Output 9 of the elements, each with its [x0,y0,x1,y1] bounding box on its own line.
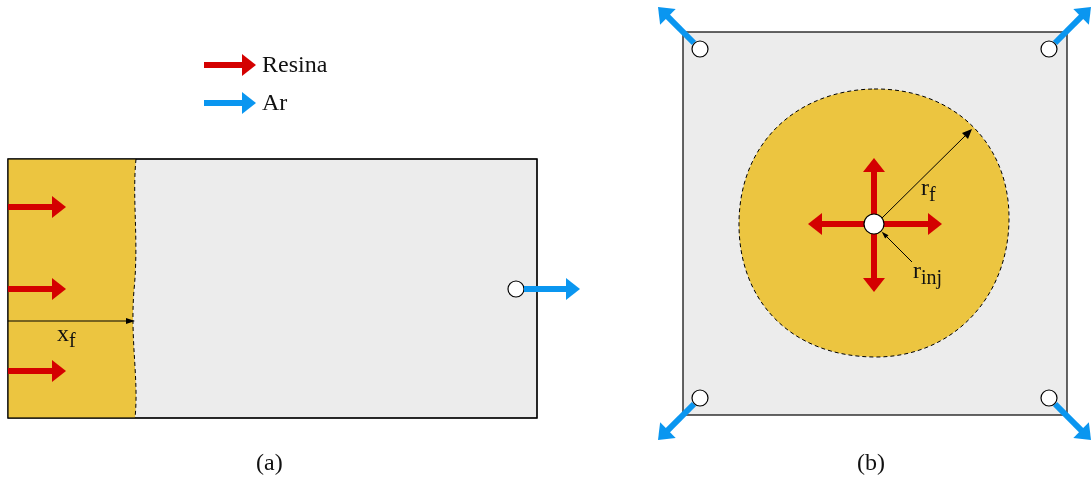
panel-label: (a) [256,450,283,474]
dimension-label: x$_{f}$ [57,321,76,350]
legend-text: Resina [262,52,328,76]
dimension-label: r$_{f}$ [921,175,936,204]
dimension-label: r$_{inj}$ [913,258,943,287]
panel-label: (b) [857,450,885,474]
legend-text: Ar [262,90,288,114]
injection-port [863,213,885,235]
leader-line [881,231,913,263]
